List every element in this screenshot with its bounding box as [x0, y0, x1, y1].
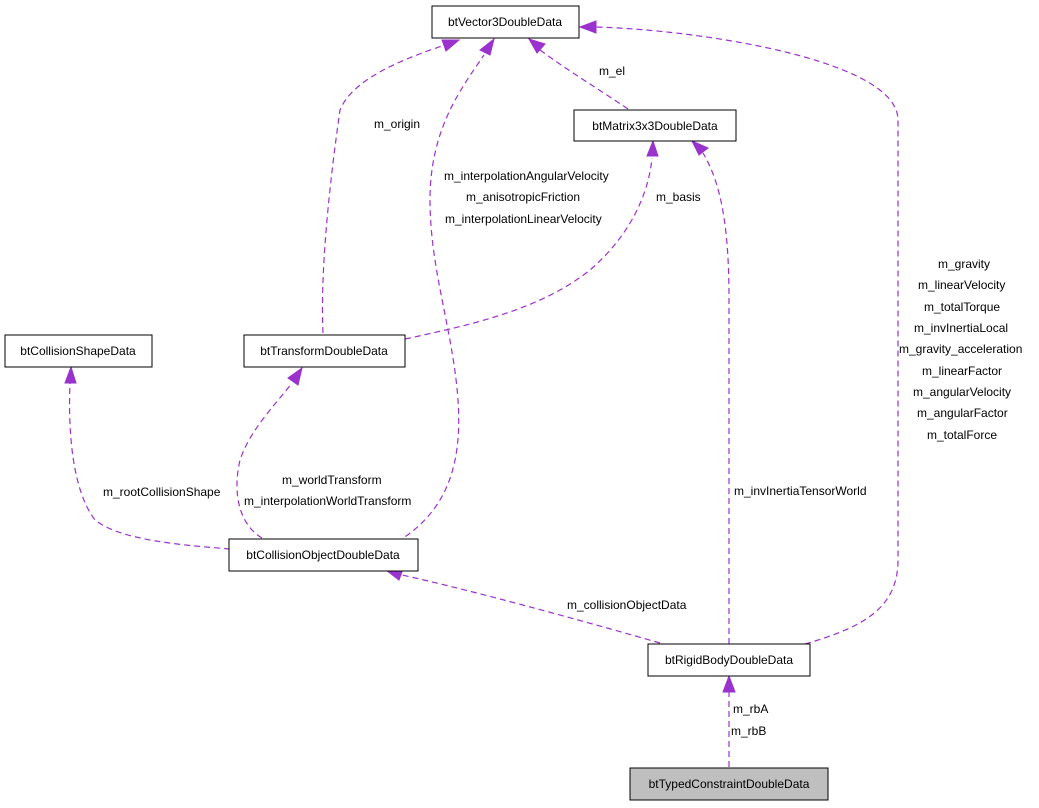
edge-label-world-transform: m_worldTransform — [282, 473, 382, 487]
edge-m-basis-label: m_basis — [656, 190, 701, 204]
node-bt-vector3-double-data[interactable]: btVector3DoubleData — [431, 5, 580, 39]
edge-m-root-collision-shape-arrow — [64, 365, 77, 384]
edge-rb-refs: m_rbA m_rbB — [722, 674, 768, 767]
edge-rigid-body-vectors-arrow — [578, 20, 597, 34]
edge-m-basis-arrow — [646, 139, 659, 157]
edge-label-rb-b: m_rbB — [731, 724, 766, 738]
edge-m-el-line — [539, 49, 629, 110]
edge-label-gravity: m_gravity — [938, 257, 990, 271]
edge-label-interpolation-angular-velocity: m_interpolationAngularVelocity — [444, 169, 609, 183]
edge-label-total-torque: m_totalTorque — [924, 300, 1000, 314]
edge-m-inv-inertia-tensor-world-arrow — [690, 139, 709, 156]
edge-collision-object-vectors: m_interpolationAngularVelocity m_anisotr… — [396, 37, 609, 543]
edge-rb-refs-arrow — [722, 674, 736, 693]
edge-label-inv-inertia-local: m_invInertiaLocal — [914, 321, 1008, 335]
edge-collision-object-vectors-arrow — [479, 37, 495, 56]
edge-label-interpolation-world-transform: m_interpolationWorldTransform — [244, 494, 411, 508]
node-bt-collision-object-double-data[interactable]: btCollisionObjectDoubleData — [228, 538, 419, 572]
edge-m-collision-object-data-label: m_collisionObjectData — [567, 598, 687, 612]
edge-label-linear-velocity: m_linearVelocity — [918, 278, 1005, 292]
edge-transforms: m_worldTransform m_interpolationWorldTra… — [236, 366, 411, 539]
edge-label-rb-a: m_rbA — [733, 702, 768, 716]
node-bt-transform-double-data[interactable]: btTransformDoubleData — [243, 334, 406, 368]
edge-m-origin-label: m_origin — [374, 117, 420, 131]
edge-m-root-collision-shape-label: m_rootCollisionShape — [103, 485, 221, 499]
edge-label-total-force: m_totalForce — [927, 428, 997, 442]
edge-m-el: m_el — [527, 38, 629, 110]
edge-label-angular-factor: m_angularFactor — [917, 406, 1008, 420]
edge-m-origin-arrow — [441, 39, 461, 52]
edge-m-inv-inertia-tensor-world-line — [702, 152, 730, 644]
node-bt-matrix3x3-double-data[interactable]: btMatrix3x3DoubleData — [573, 109, 737, 142]
edge-transforms-arrow — [287, 366, 303, 386]
edge-label-angular-velocity: m_angularVelocity — [913, 385, 1011, 399]
node-bt-collision-object-double-data-label: btCollisionObjectDoubleData — [246, 548, 400, 562]
edge-m-collision-object-data-line — [401, 574, 661, 644]
edge-label-anisotropic-friction: m_anisotropicFriction — [466, 190, 580, 204]
edge-label-linear-factor: m_linearFactor — [922, 364, 1002, 378]
edge-rigid-body-vectors-line — [595, 26, 899, 645]
node-bt-transform-double-data-label: btTransformDoubleData — [260, 344, 388, 358]
node-bt-typed-constraint-double-data[interactable]: btTypedConstraintDoubleData — [629, 767, 829, 801]
node-bt-rigid-body-double-data[interactable]: btRigidBodyDoubleData — [647, 643, 811, 677]
edge-transforms-line — [236, 382, 293, 539]
edge-rigid-body-vectors: m_gravity m_linearVelocity m_totalTorque… — [578, 20, 1022, 645]
edge-m-origin-line — [321, 45, 443, 334]
edge-m-root-collision-shape: m_rootCollisionShape — [64, 365, 231, 550]
node-bt-collision-shape-data-label: btCollisionShapeData — [20, 344, 136, 358]
node-bt-collision-shape-data[interactable]: btCollisionShapeData — [4, 334, 153, 368]
node-bt-rigid-body-double-data-label: btRigidBodyDoubleData — [665, 653, 793, 667]
edge-m-collision-object-data: m_collisionObjectData — [384, 568, 687, 644]
node-bt-vector3-double-data-label: btVector3DoubleData — [448, 15, 562, 29]
edge-label-gravity-acceleration: m_gravity_acceleration — [899, 342, 1022, 356]
edge-m-origin: m_origin — [321, 39, 461, 334]
edge-m-el-arrow — [527, 38, 546, 54]
node-bt-typed-constraint-double-data-label: btTypedConstraintDoubleData — [649, 777, 810, 791]
edge-m-basis-line — [404, 157, 653, 340]
edge-m-root-collision-shape-line — [68, 382, 231, 550]
node-bt-matrix3x3-double-data-label: btMatrix3x3DoubleData — [592, 119, 718, 133]
edge-collision-object-vectors-line — [396, 54, 485, 543]
edge-m-inv-inertia-tensor-world: m_invInertiaTensorWorld — [690, 139, 867, 644]
edge-m-el-label: m_el — [599, 64, 625, 78]
edge-m-basis: m_basis — [404, 139, 701, 340]
edge-label-interpolation-linear-velocity: m_interpolationLinearVelocity — [445, 212, 602, 226]
edge-m-inv-inertia-tensor-world-label: m_invInertiaTensorWorld — [734, 484, 867, 498]
